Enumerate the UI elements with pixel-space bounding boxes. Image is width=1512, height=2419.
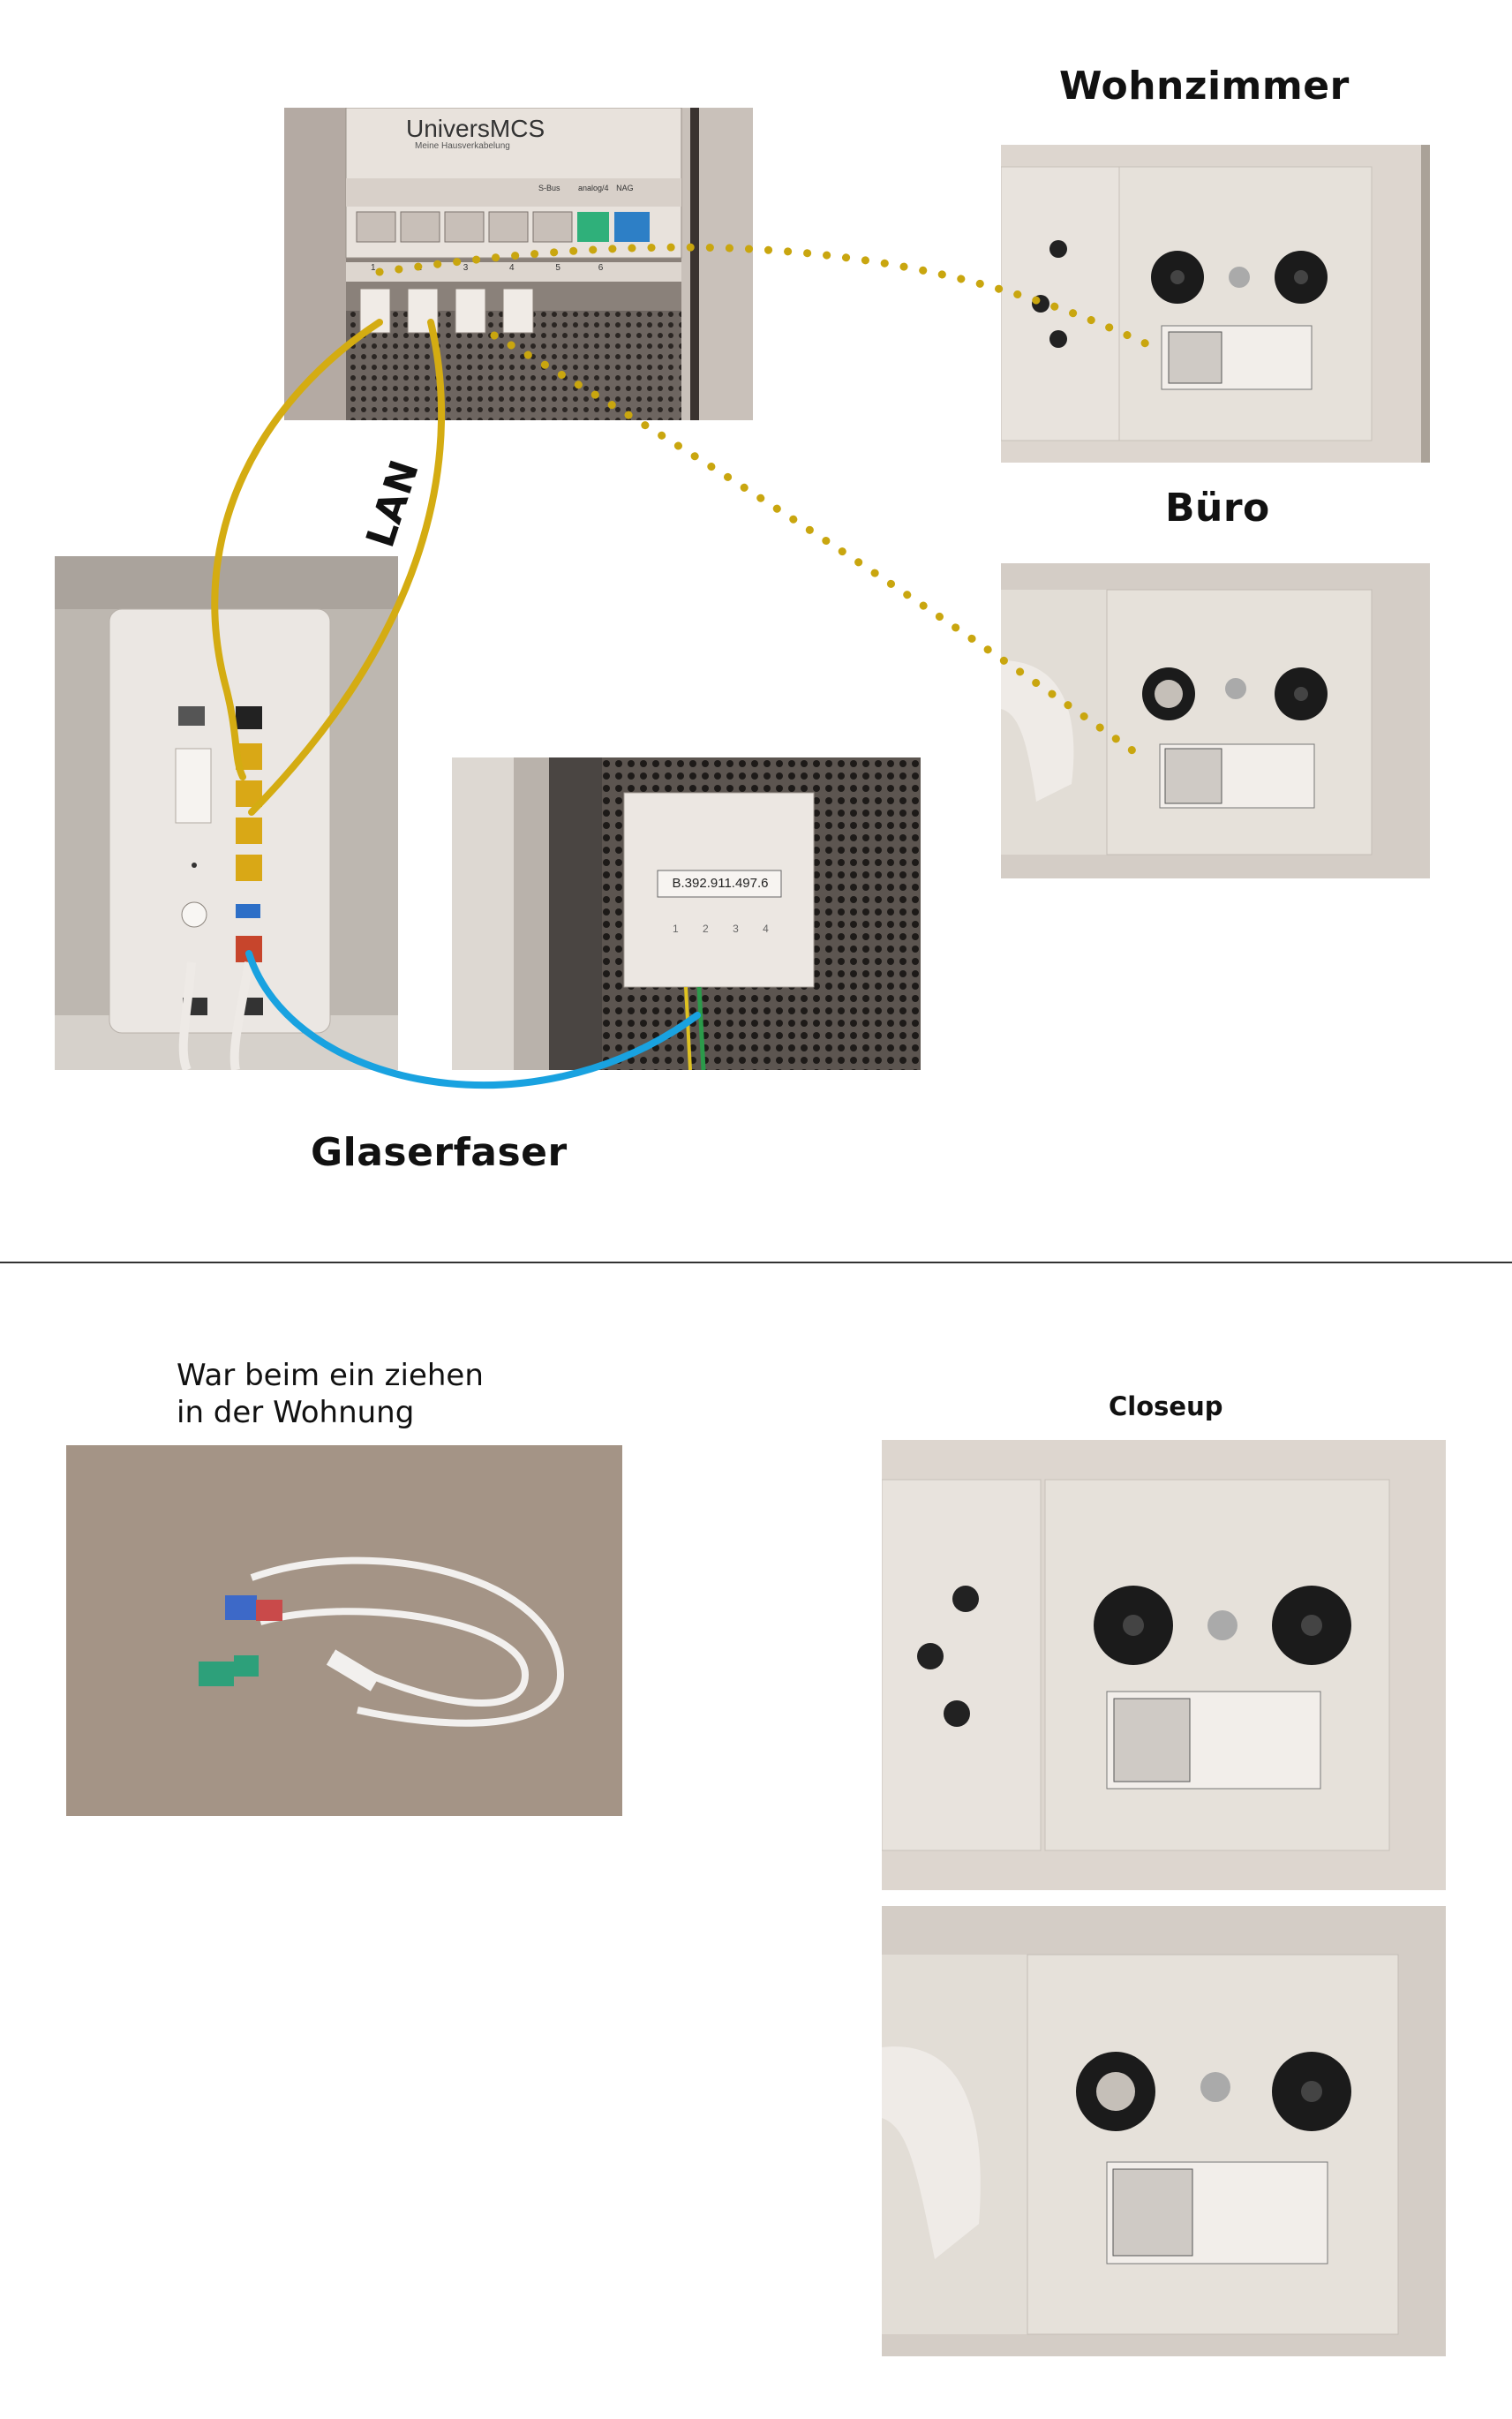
panel-top-label: NAG: [616, 184, 634, 192]
panel-top-label: analog/4: [578, 184, 609, 192]
fiber-box-photo: [452, 757, 921, 1070]
label-einzug: War beim ein ziehen in der Wohnung: [177, 1357, 484, 1431]
dotted-line-buero: [490, 331, 1143, 759]
panel-port-label: 4: [509, 263, 515, 273]
section-divider: [0, 1262, 1512, 1263]
fiber-box-port-label: 3: [733, 923, 739, 935]
panel-brand: UniversMCS: [406, 115, 600, 155]
panel-port-label: 5: [555, 263, 560, 273]
dotted-line-wohnzimmer: [375, 243, 1152, 349]
fiber-box-port-label: 4: [763, 923, 769, 935]
label-closeup: Closeup: [1109, 1391, 1223, 1421]
buero-socket-photo: [1001, 563, 1430, 878]
fiber-box-id-label: B.392.911.497.6: [672, 876, 769, 891]
connection-lines: [211, 243, 1152, 1089]
panel-top-label: S-Bus: [538, 184, 560, 192]
label-glasfaser: Glaserfaser: [311, 1130, 568, 1175]
label-einzug-line2: in der Wohnung: [177, 1395, 415, 1430]
label-buero: Büro: [1165, 486, 1270, 531]
panel-top-labels: S-Bus analog/4 NAG: [538, 184, 634, 192]
panel-port-label: 3: [463, 263, 469, 273]
closeup-wohnzimmer-photo: [882, 1440, 1446, 1890]
router-photo: [55, 556, 398, 1070]
panel-brand-sub: Meine Hausverkabelung: [415, 141, 510, 151]
closeup-buero-photo: [882, 1906, 1446, 2356]
wohnzimmer-socket-photo: [1001, 145, 1430, 463]
label-einzug-line1: War beim ein ziehen: [177, 1358, 484, 1393]
lan-cable-2: [248, 319, 446, 816]
lan-cable-1: [211, 319, 383, 780]
fiber-box-port-label: 2: [703, 923, 709, 935]
patch-panel-photo: [284, 108, 753, 420]
panel-port-label: 6: [598, 263, 604, 273]
panel-brand-text: UniversMCS: [406, 115, 545, 142]
fiber-box-port-label: 1: [673, 923, 679, 935]
panel-port-label: 1: [371, 263, 376, 273]
patch-cables-photo: [66, 1445, 622, 1816]
fiber-box-port-labels: 1 2 3 4: [673, 923, 769, 935]
fiber-cable: [245, 950, 701, 1089]
label-wohnzimmer: Wohnzimmer: [1059, 64, 1350, 109]
